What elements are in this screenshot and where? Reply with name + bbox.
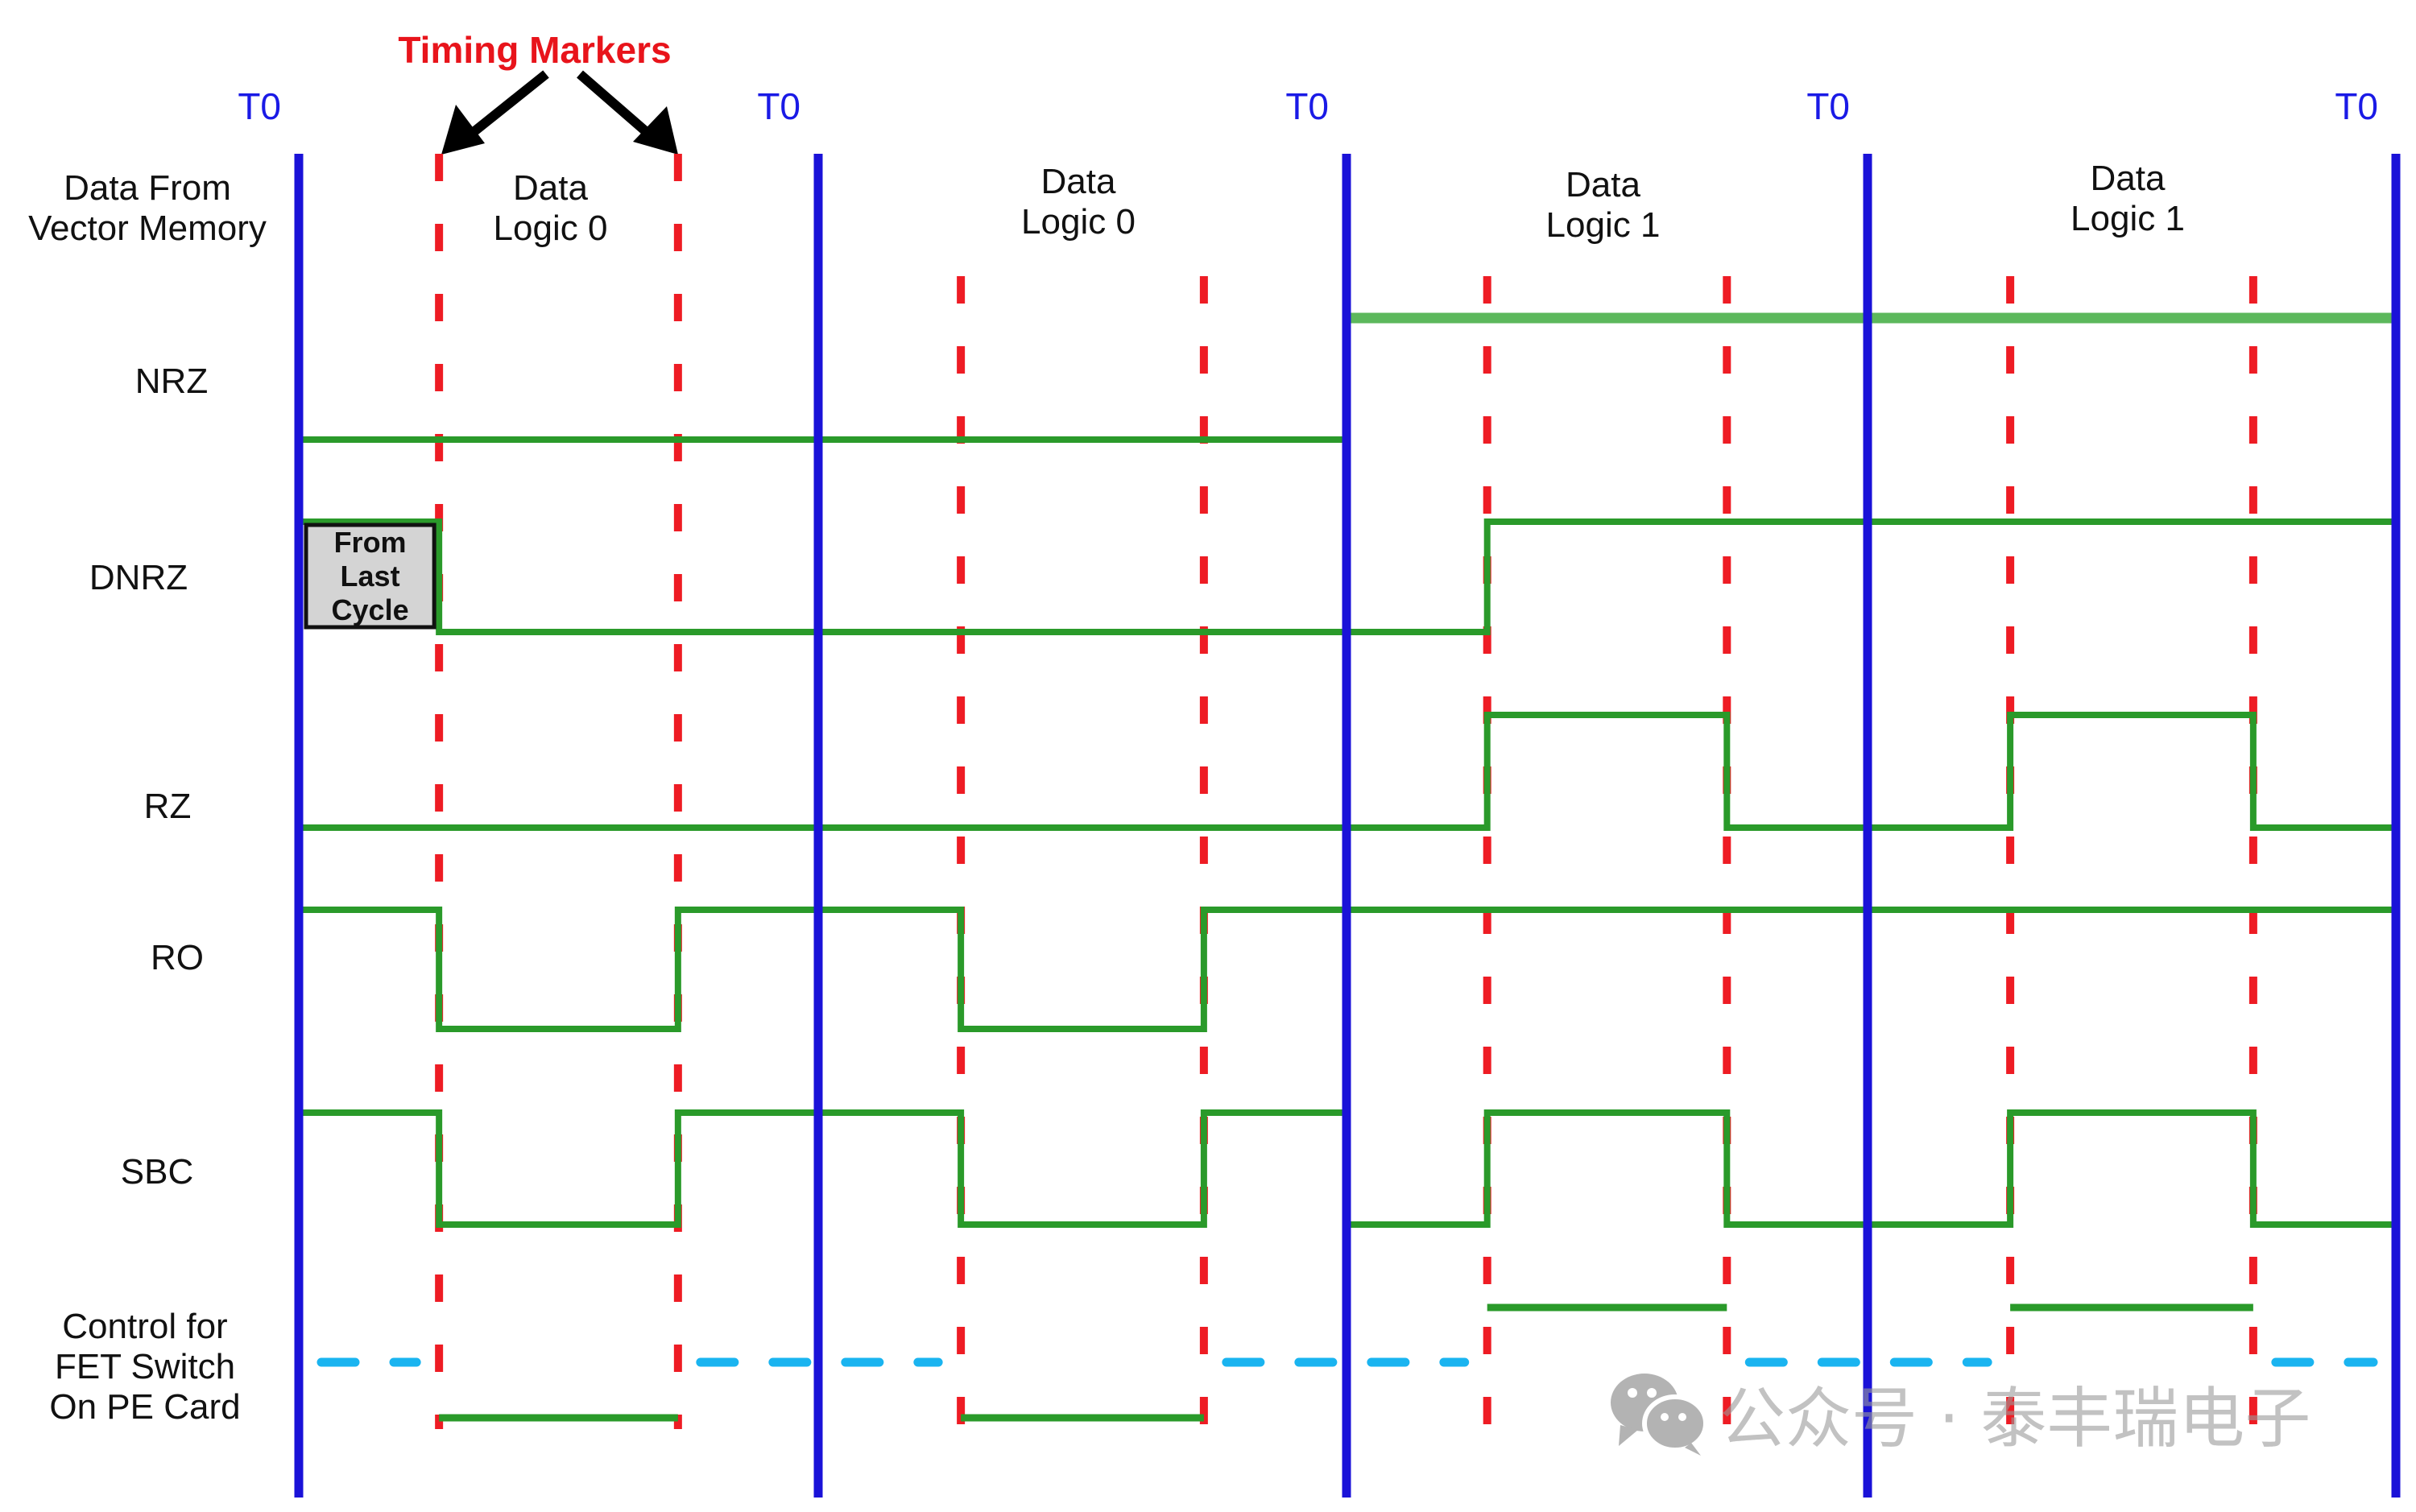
t0-labels: T0 T0 T0 T0 T0 bbox=[238, 85, 2378, 127]
signal-label-sbc: SBC bbox=[121, 1152, 193, 1192]
t0-label: T0 bbox=[757, 85, 801, 127]
arrow-left-icon bbox=[441, 70, 549, 155]
signal-label-ro: RO bbox=[151, 938, 204, 977]
row-header-line: Data From bbox=[64, 168, 231, 208]
cycle-header-line: Logic 1 bbox=[1546, 205, 1661, 245]
from-last-cycle-text: From bbox=[334, 526, 407, 559]
t0-label: T0 bbox=[1285, 85, 1329, 127]
signal-label-fet: On PE Card bbox=[49, 1387, 240, 1427]
cycle-header-line: Data bbox=[513, 168, 588, 208]
signal-label-rz: RZ bbox=[144, 787, 192, 826]
t0-lines bbox=[294, 154, 2401, 1498]
signal-label-fet: FET Switch bbox=[55, 1347, 235, 1386]
from-last-cycle-text: Last bbox=[341, 560, 400, 593]
cycle-header-line: Logic 1 bbox=[2071, 199, 2185, 238]
from-last-cycle-rect bbox=[304, 523, 436, 630]
cycle-header-line: Data bbox=[1041, 162, 1116, 201]
cycle-header-line: Data bbox=[2091, 159, 2166, 198]
signal-label-nrz: NRZ bbox=[135, 361, 208, 401]
cycle-header-line: Logic 0 bbox=[1021, 202, 1136, 242]
timing-markers-title: Timing Markers bbox=[398, 29, 671, 71]
t0-label: T0 bbox=[1806, 85, 1850, 127]
t0-label: T0 bbox=[238, 85, 281, 127]
signal-label-fet: Control for bbox=[62, 1307, 227, 1346]
waveform-dnrz bbox=[299, 518, 2396, 635]
row-header-line: Vector Memory bbox=[28, 209, 267, 248]
timing-marker-arrows bbox=[441, 70, 678, 155]
signal-label-dnrz: DNRZ bbox=[89, 558, 188, 597]
t0-label: T0 bbox=[2335, 85, 2378, 127]
cycle-header-line: Data bbox=[1566, 165, 1640, 204]
wechat-icon bbox=[1611, 1374, 1708, 1456]
cycle-header-line: Logic 0 bbox=[494, 209, 608, 248]
watermark: 公众号 · 泰丰瑞电子 bbox=[1611, 1374, 2311, 1457]
from-last-cycle-text: Cycle bbox=[332, 593, 409, 626]
watermark-text: 公众号 · 泰丰瑞电子 bbox=[1719, 1381, 2311, 1457]
arrow-right-icon bbox=[577, 70, 678, 155]
